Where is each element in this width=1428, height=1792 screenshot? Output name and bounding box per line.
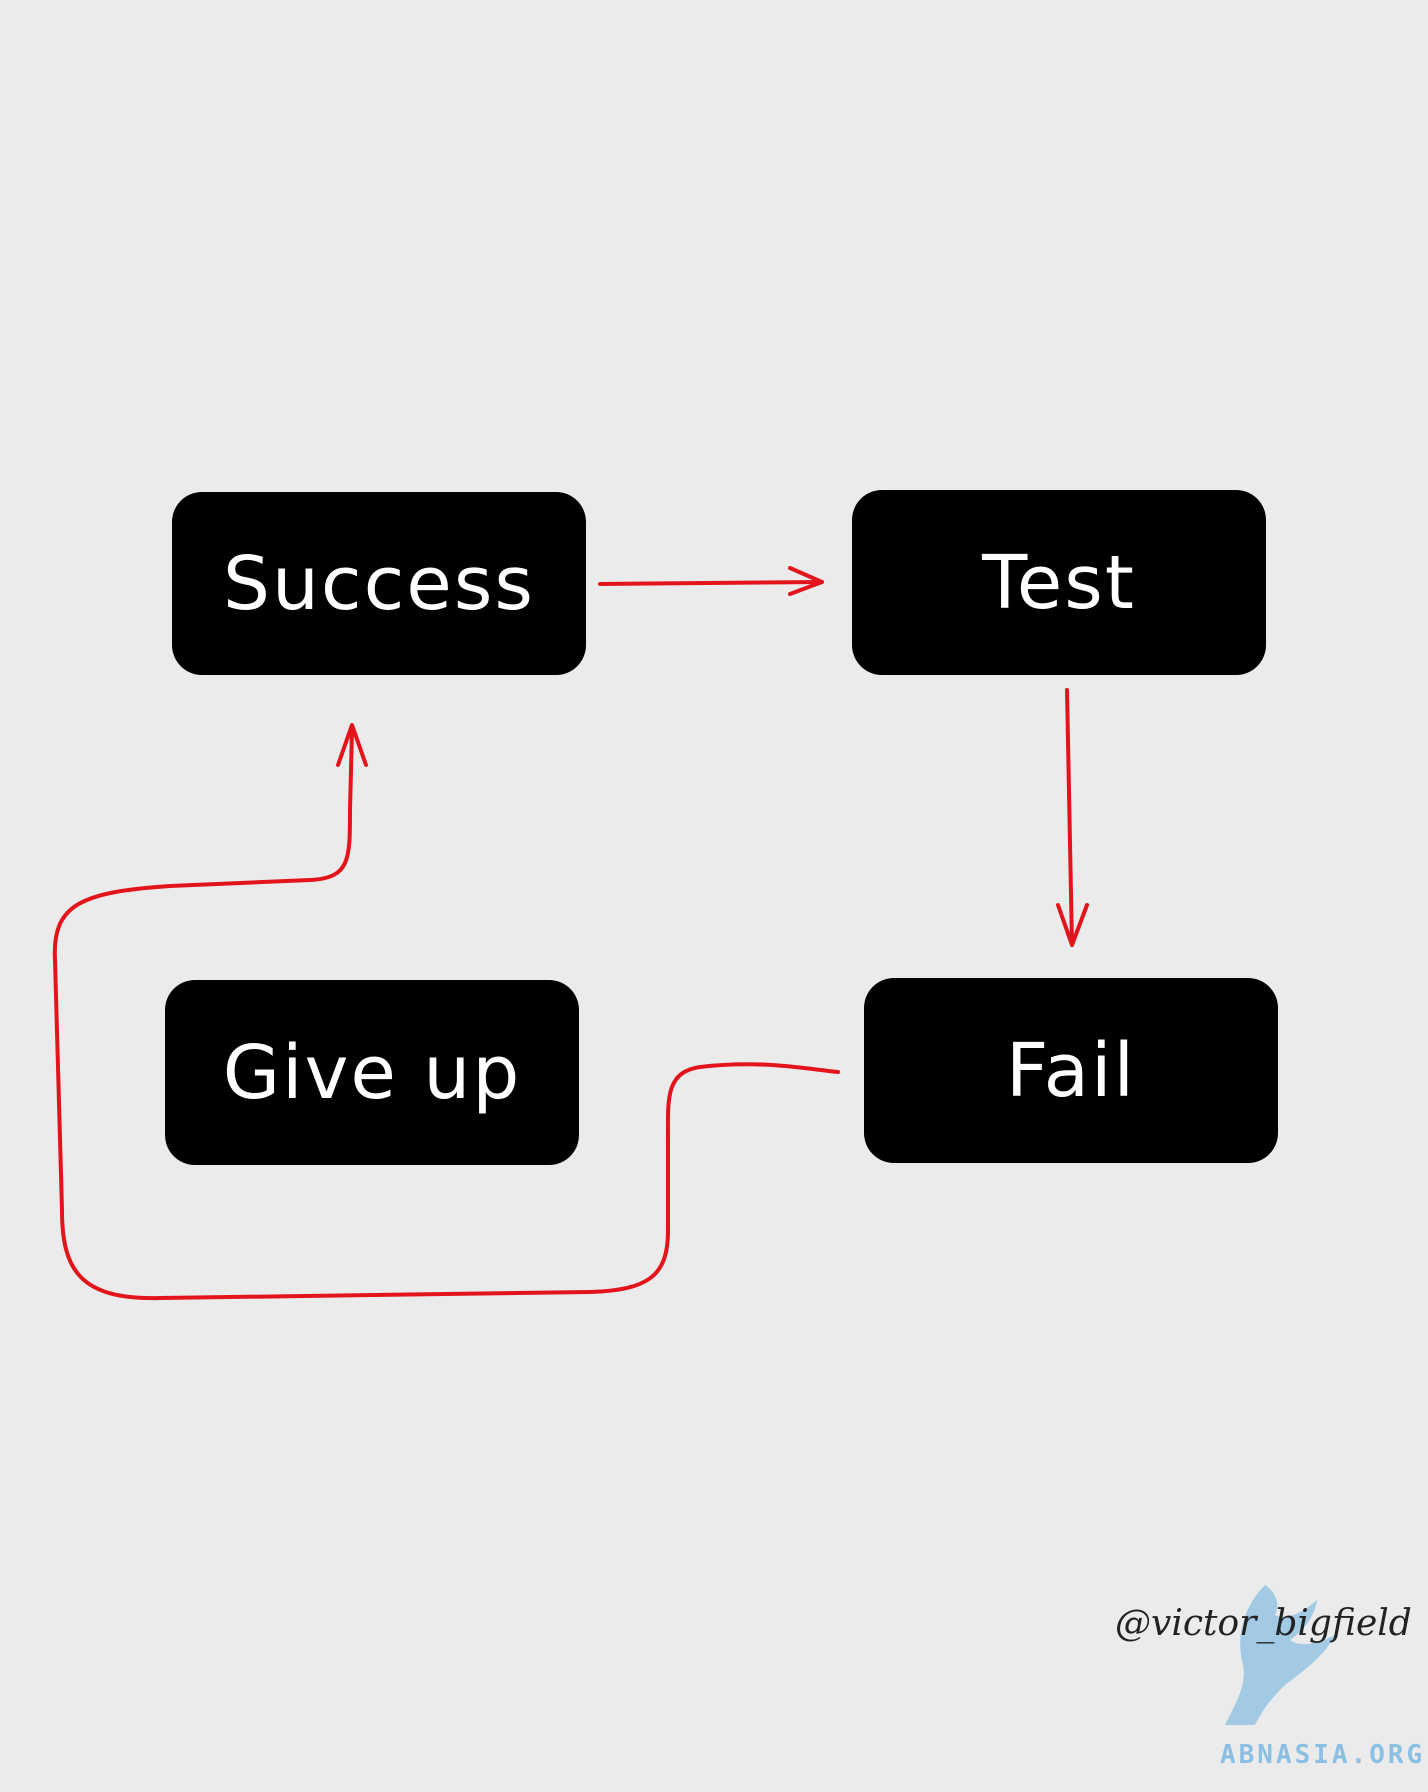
node-success-label: Success bbox=[223, 540, 535, 627]
arrowhead-test bbox=[788, 566, 824, 596]
author-handle: @victor_bigfield bbox=[1115, 1603, 1412, 1644]
node-fail-label: Fail bbox=[1005, 1027, 1137, 1114]
griffin-logo-icon bbox=[1225, 1585, 1335, 1725]
watermark-text: ABNASIA.ORG bbox=[1220, 1740, 1426, 1770]
node-test-label: Test bbox=[982, 539, 1136, 626]
arrow-test-to-fail bbox=[1065, 688, 1074, 947]
node-give-up-label: Give up bbox=[222, 1029, 522, 1116]
arrow-success-to-test bbox=[598, 580, 824, 586]
node-success: Success bbox=[172, 492, 586, 675]
arrowhead-fail bbox=[1056, 903, 1089, 947]
node-test: Test bbox=[852, 490, 1266, 675]
node-give-up: Give up bbox=[165, 980, 579, 1165]
arrowhead-success bbox=[336, 723, 368, 767]
arrow-fail-to-success bbox=[52, 728, 840, 1301]
node-fail: Fail bbox=[864, 978, 1278, 1163]
